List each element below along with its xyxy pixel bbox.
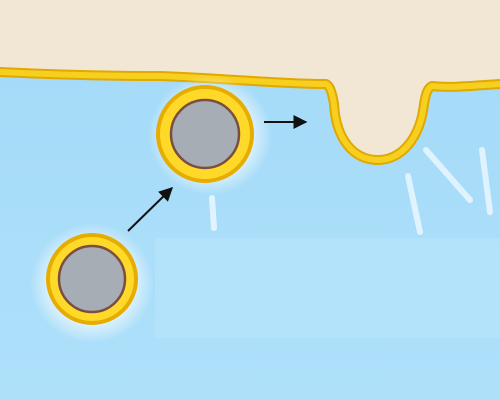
plasma-membrane — [0, 69, 500, 163]
vesicle-docked-content — [169, 98, 241, 170]
sketch-highlights — [209, 147, 493, 235]
vesicle-free — [46, 233, 138, 325]
vesicle-docked — [156, 85, 254, 183]
highlight-stroke — [423, 147, 473, 203]
highlight-stroke — [209, 195, 217, 231]
highlight-stroke — [405, 173, 423, 235]
vesicle-free-content — [57, 244, 127, 314]
cytoplasm-light-patch — [155, 238, 500, 338]
arrow-vesicle-to-docked — [127, 187, 174, 232]
highlight-stroke — [479, 147, 493, 215]
